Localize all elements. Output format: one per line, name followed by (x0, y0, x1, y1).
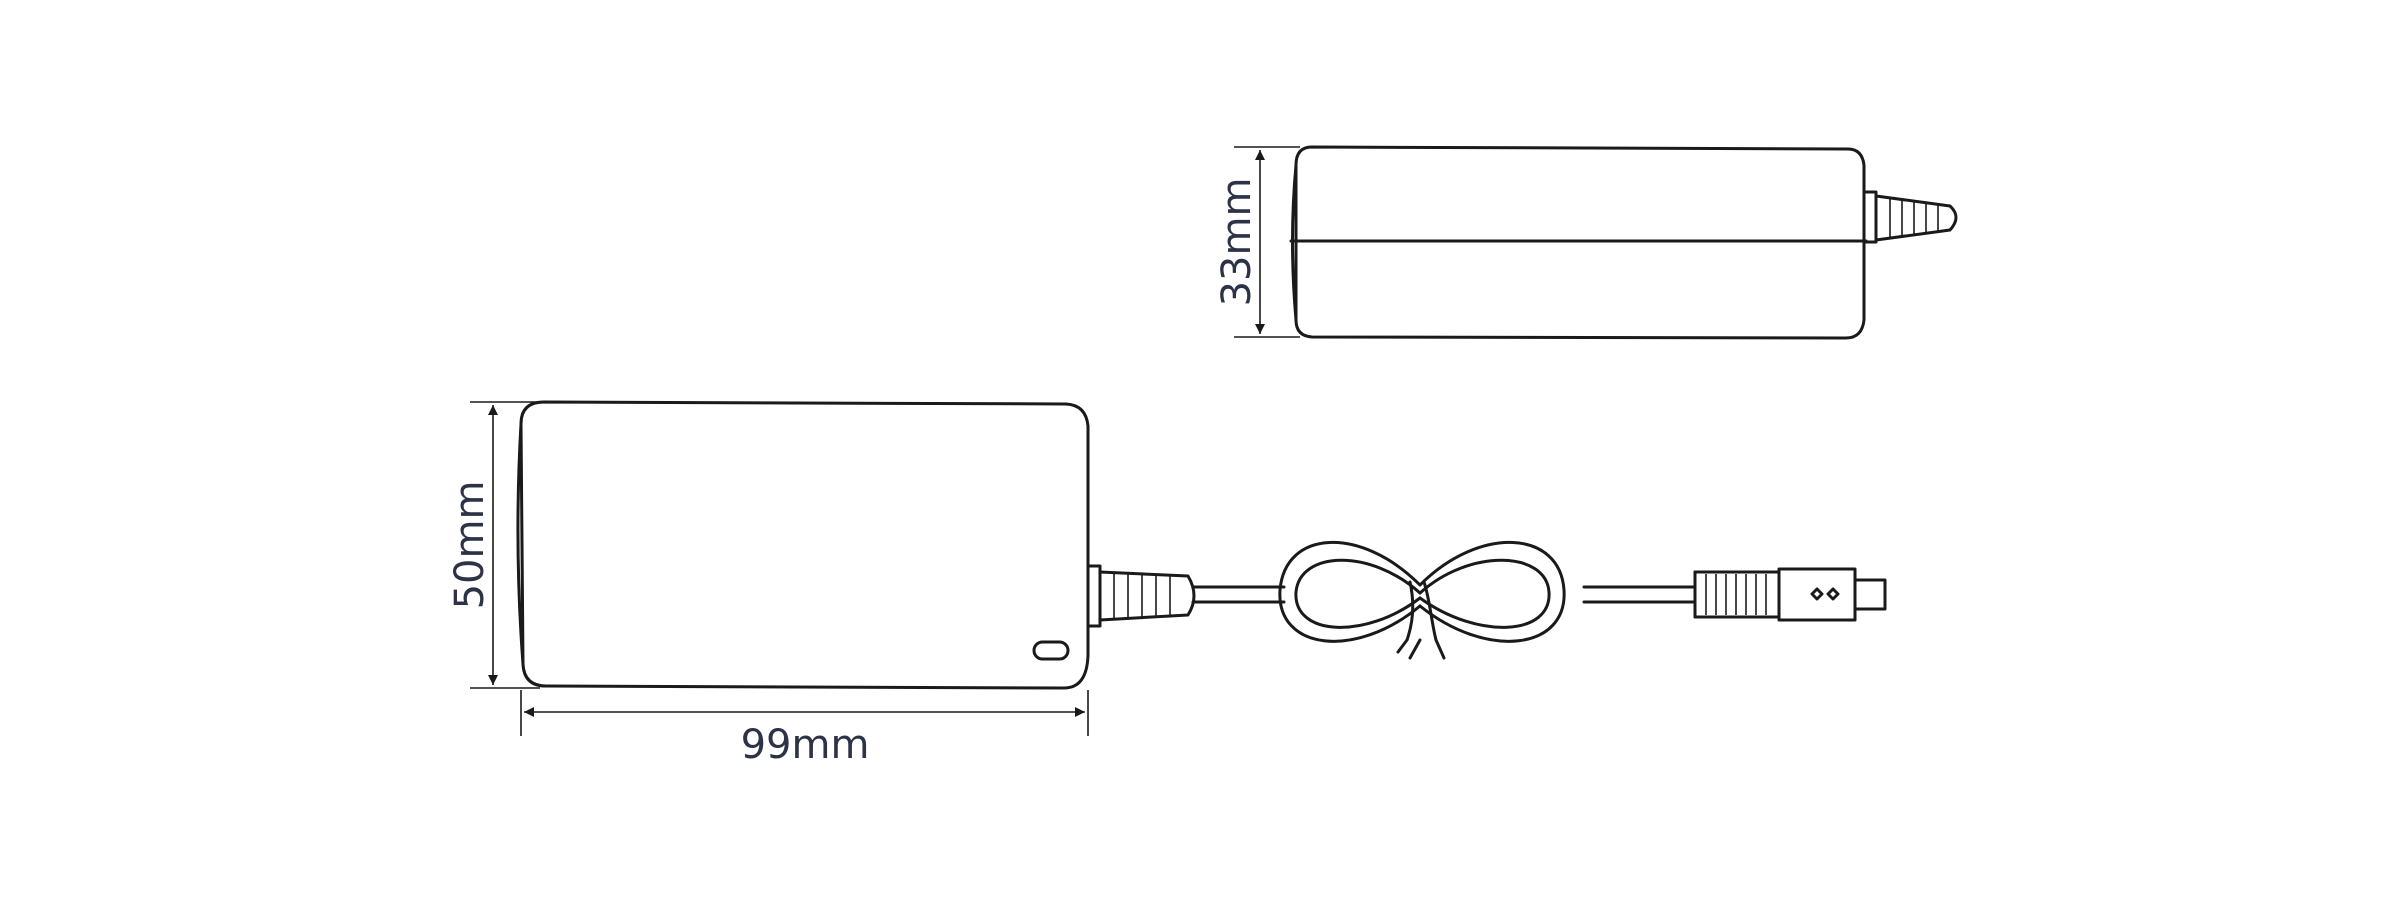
top-strain-relief (1086, 564, 1196, 628)
led-indicator-icon (1032, 640, 1070, 661)
dc-cable (1191, 540, 1697, 660)
adapter-top-view (516, 400, 1887, 690)
cable-bundle-loops (1278, 540, 1566, 660)
length-dimension: 99mm (520, 690, 1089, 768)
height-dimension-label: 33mm (1214, 178, 1260, 307)
length-dimension-label: 99mm (741, 722, 870, 768)
adapter-side-view (1289, 145, 1958, 340)
width-dimension: 50mm (447, 401, 540, 689)
height-dimension: 33mm (1214, 146, 1300, 338)
width-dimension-label: 50mm (447, 481, 493, 610)
dc-plug (1693, 567, 1887, 622)
side-strain-relief (1862, 190, 1958, 244)
